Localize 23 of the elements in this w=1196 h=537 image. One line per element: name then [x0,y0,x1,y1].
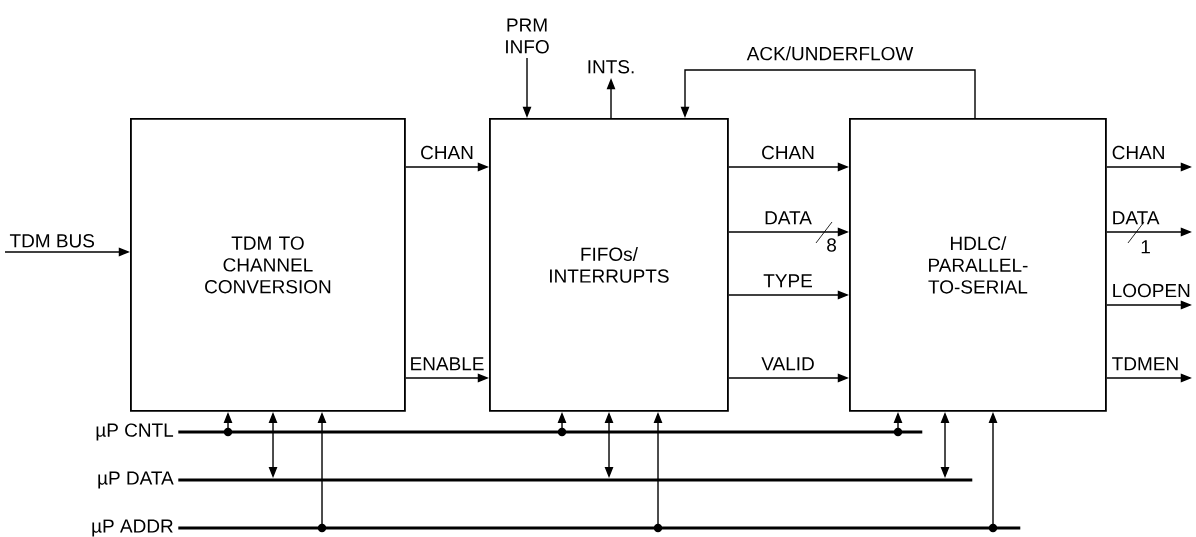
edge-label: CHAN [418,144,476,161]
block-box: FIFOs/ INTERRUPTS [489,118,729,412]
arrow [680,69,976,119]
edge-label: TYPE [761,272,815,289]
block-box: TDM TO CHANNEL CONVERSION [130,118,406,412]
signal-label: TDM BUS [9,234,95,248]
signal-label: INTS. [588,60,634,74]
bus-label: µP DATA [98,471,174,489]
edge-label: DATA [1110,209,1161,226]
bus-width-label: 8 [827,238,836,252]
edge-label: CHAN [759,144,817,161]
signal-label: PRM INFO [506,18,549,54]
bus-width-label: 1 [1141,240,1150,254]
block-box: HDLC/ PARALLEL-TO-SERIAL [849,118,1107,412]
edge-label: VALID [759,355,817,372]
edge-label: ENABLE [408,355,486,372]
bus-label: µP ADDR [92,519,173,537]
bus-label: µP CNTL [96,423,174,441]
edge-label: TDMEN [1110,355,1181,372]
edge-label: ACK/UNDERFLOW [745,44,915,62]
edge-label: CHAN [1110,144,1167,161]
edge-label: LOOPEN [1110,282,1193,299]
edge-label: DATA [762,209,814,226]
